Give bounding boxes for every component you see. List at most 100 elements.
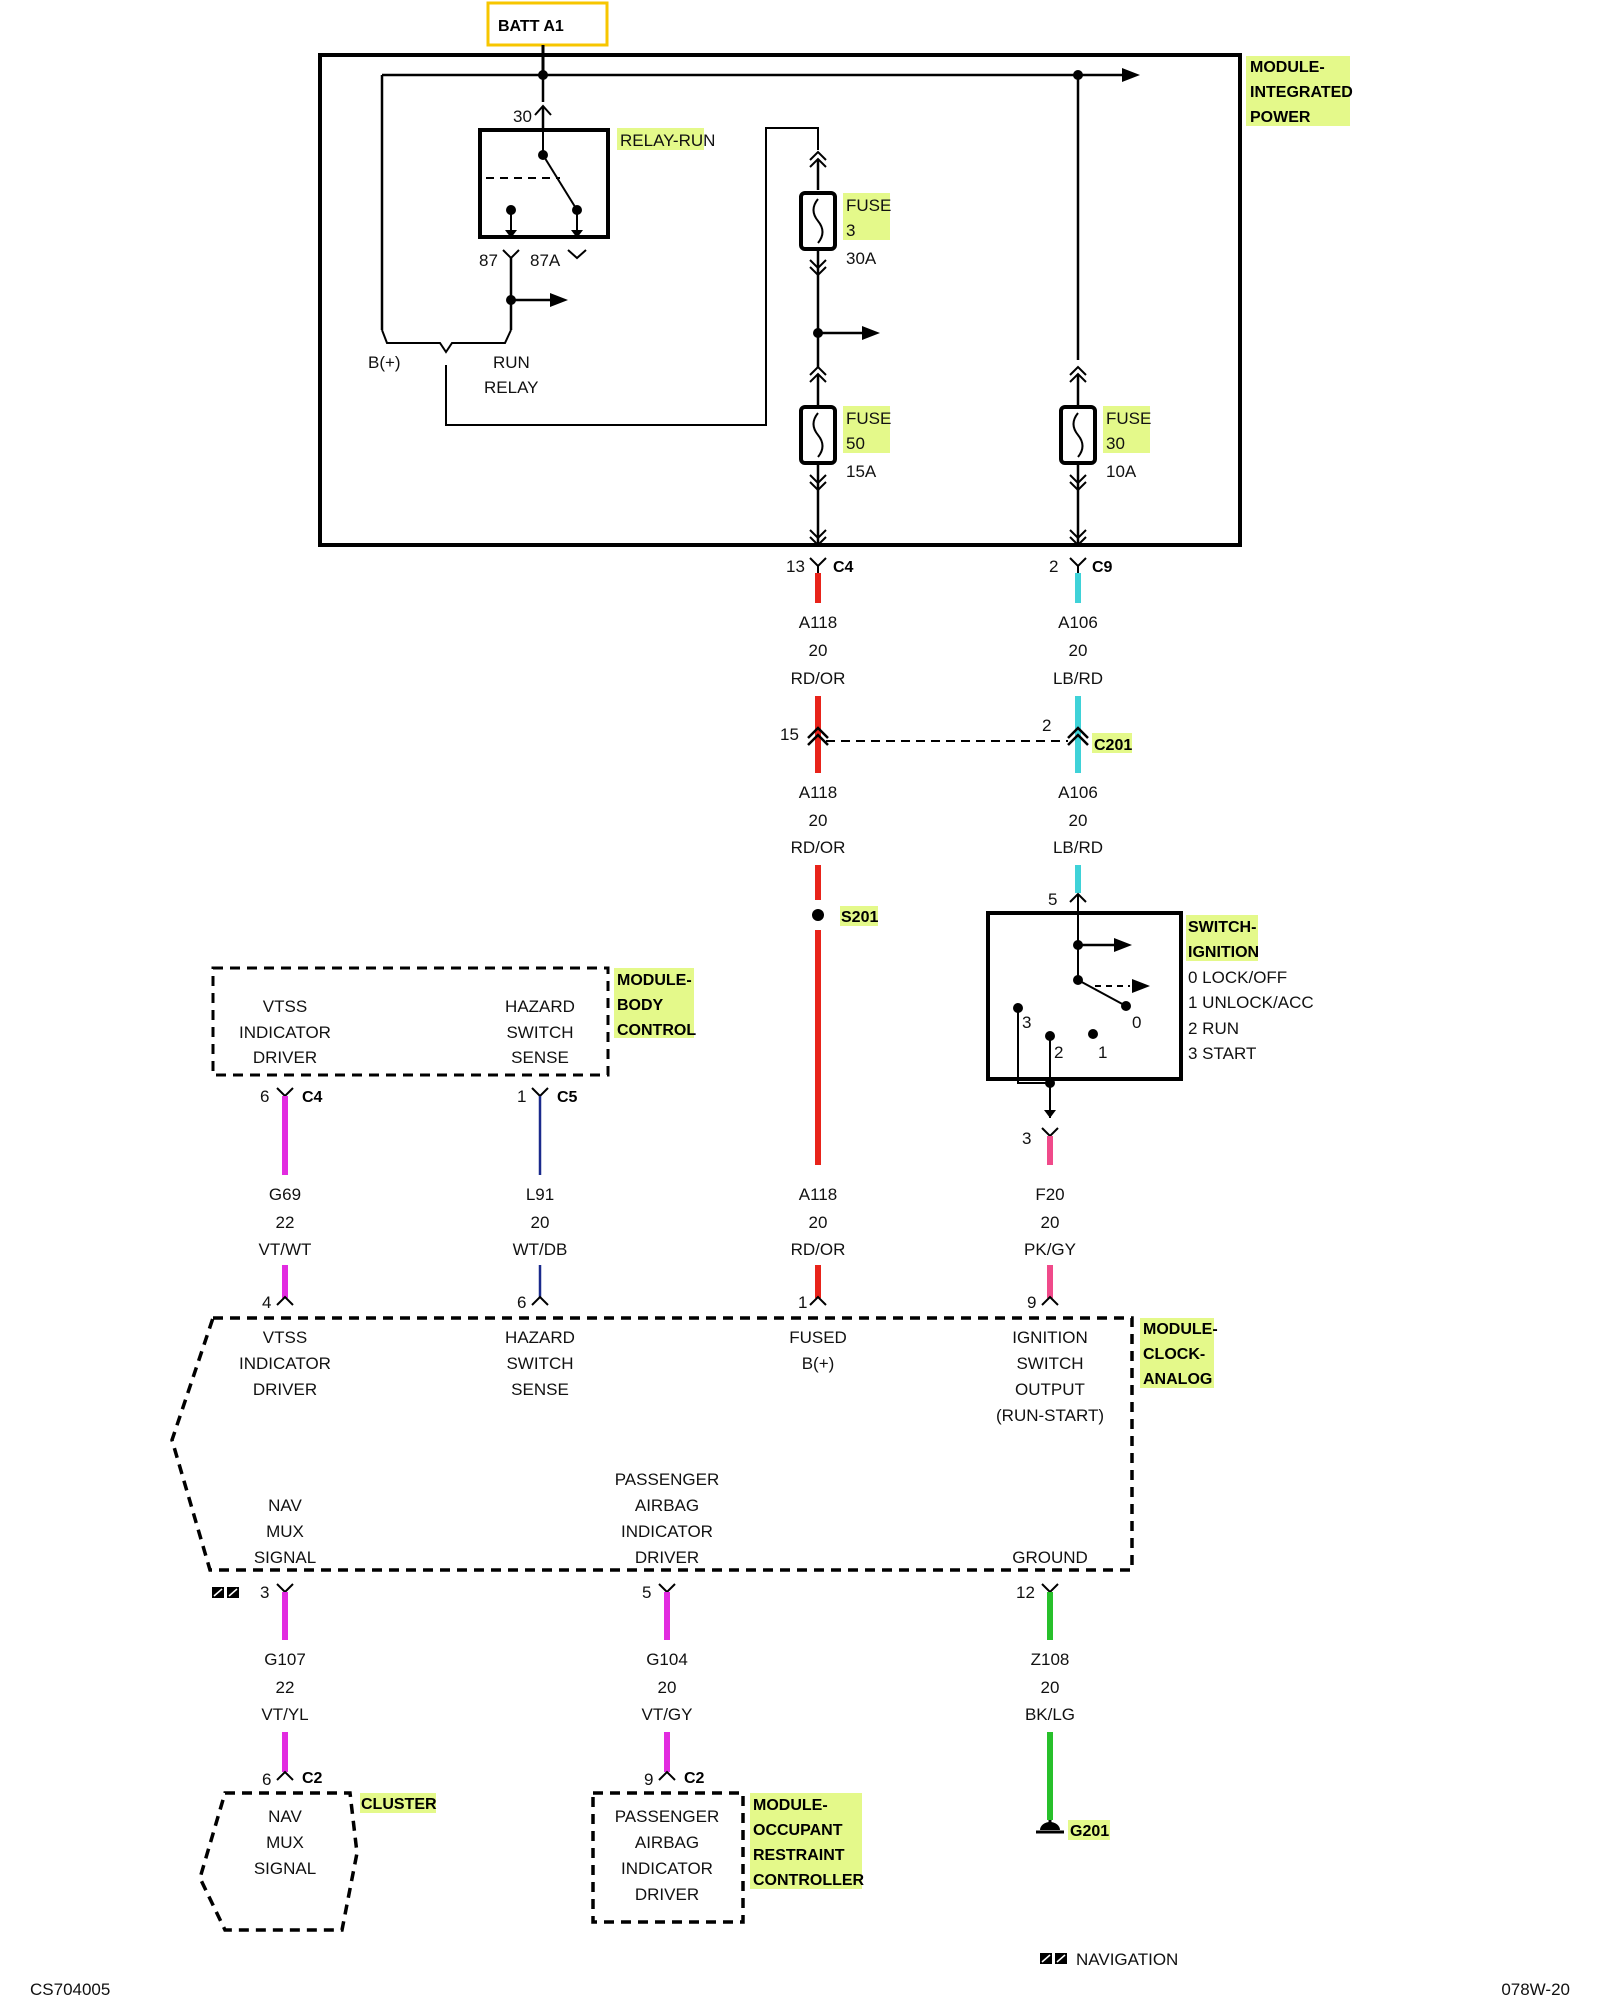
module-ipm-box bbox=[318, 53, 1242, 547]
wire-label-a106-2: A106 20 LB/RD bbox=[1053, 783, 1103, 857]
bcm-pin-vtss: VTSS INDICATOR DRIVER bbox=[239, 997, 331, 1067]
svg-text:WT/DB: WT/DB bbox=[513, 1240, 568, 1259]
legend-navigation: NAVIGATION bbox=[1076, 1950, 1178, 1969]
svg-text:HAZARD: HAZARD bbox=[505, 997, 575, 1016]
svg-text:1: 1 bbox=[1098, 1043, 1107, 1062]
conn-ign-pin3: 3 bbox=[1022, 1129, 1031, 1148]
wire-label-a118-2: A118 20 RD/OR bbox=[791, 783, 846, 857]
clock-pin-ignition: IGNITION SWITCH OUTPUT (RUN-START) bbox=[996, 1328, 1104, 1425]
conn-clock-pin3: 3 bbox=[260, 1583, 269, 1602]
svg-text:3: 3 bbox=[846, 221, 855, 240]
svg-text:87A: 87A bbox=[530, 251, 561, 270]
svg-text:A118: A118 bbox=[799, 613, 837, 632]
switch-ignition: 3 2 1 0 bbox=[986, 894, 1183, 1118]
conn-c201-name: C201 bbox=[1094, 737, 1132, 754]
svg-text:20: 20 bbox=[531, 1213, 550, 1232]
svg-text:INTEGRATED: INTEGRATED bbox=[1250, 84, 1353, 101]
svg-text:HAZARD: HAZARD bbox=[505, 1328, 575, 1347]
svg-text:87: 87 bbox=[479, 251, 498, 270]
conn-clock-pin6: 6 bbox=[517, 1293, 526, 1312]
svg-text:PASSENGER: PASSENGER bbox=[615, 1807, 720, 1826]
clock-pin-ground: GROUND bbox=[1012, 1548, 1088, 1567]
svg-text:INDICATOR: INDICATOR bbox=[621, 1859, 713, 1878]
fuse-3: FUSE 3 30A bbox=[799, 150, 891, 287]
conn-clock-pin1: 1 bbox=[798, 1293, 807, 1312]
svg-text:VT/YL: VT/YL bbox=[261, 1705, 308, 1724]
conn-bcm-c5-pin: 1 bbox=[517, 1087, 526, 1106]
svg-text:20: 20 bbox=[809, 1213, 828, 1232]
ground-g201-label: G201 bbox=[1070, 1823, 1109, 1840]
svg-text:FUSED: FUSED bbox=[789, 1328, 847, 1347]
svg-text:G104: G104 bbox=[646, 1650, 688, 1669]
cluster-label: CLUSTER bbox=[361, 1796, 437, 1813]
svg-text:0 LOCK/OFF: 0 LOCK/OFF bbox=[1188, 968, 1287, 987]
svg-text:AIRBAG: AIRBAG bbox=[635, 1496, 699, 1515]
svg-text:G107: G107 bbox=[264, 1650, 306, 1669]
svg-text:SENSE: SENSE bbox=[511, 1048, 569, 1067]
wire-label-z108: Z108 20 BK/LG bbox=[1025, 1650, 1075, 1724]
bcm-pin-hazard: HAZARD SWITCH SENSE bbox=[505, 997, 575, 1067]
svg-text:MUX: MUX bbox=[266, 1522, 304, 1541]
conn-cluster-pin: 6 bbox=[262, 1770, 271, 1789]
wire-label-f20: F20 20 PK/GY bbox=[1024, 1185, 1076, 1259]
svg-text:MUX: MUX bbox=[266, 1833, 304, 1852]
svg-text:AIRBAG: AIRBAG bbox=[635, 1833, 699, 1852]
svg-text:A106: A106 bbox=[1058, 783, 1098, 802]
svg-text:INDICATOR: INDICATOR bbox=[239, 1354, 331, 1373]
svg-text:OCCUPANT: OCCUPANT bbox=[753, 1822, 843, 1839]
svg-text:VT/WT: VT/WT bbox=[259, 1240, 312, 1259]
conn-c201-pin15: 15 bbox=[780, 725, 799, 744]
svg-text:F20: F20 bbox=[1035, 1185, 1064, 1204]
legend-navigation-icon bbox=[1040, 1953, 1067, 1964]
b-plus-label: B(+) bbox=[368, 353, 401, 372]
conn-cluster-name: C2 bbox=[302, 1770, 323, 1787]
run-relay-label-2: RELAY bbox=[484, 378, 539, 397]
svg-text:FUSE: FUSE bbox=[1106, 409, 1151, 428]
svg-text:CONTROLLER: CONTROLLER bbox=[753, 1872, 865, 1889]
svg-text:FUSE: FUSE bbox=[846, 196, 891, 215]
relay-run: 30 RELAY-RUN 87 87A bbox=[478, 104, 715, 330]
module-ipm-label: MODULE- INTEGRATED POWER bbox=[1246, 56, 1353, 126]
svg-text:B(+): B(+) bbox=[802, 1354, 835, 1373]
clock-pin-hazard: HAZARD SWITCH SENSE bbox=[505, 1328, 575, 1399]
svg-text:1 UNLOCK/ACC: 1 UNLOCK/ACC bbox=[1188, 993, 1314, 1012]
navigation-icon bbox=[212, 1587, 239, 1598]
svg-text:BODY: BODY bbox=[617, 997, 664, 1014]
svg-text:30: 30 bbox=[1106, 434, 1125, 453]
svg-text:20: 20 bbox=[809, 641, 828, 660]
svg-text:DRIVER: DRIVER bbox=[635, 1885, 699, 1904]
svg-text:LB/RD: LB/RD bbox=[1053, 669, 1103, 688]
svg-text:OUTPUT: OUTPUT bbox=[1015, 1380, 1085, 1399]
conn-c9-pin: 2 bbox=[1049, 557, 1058, 576]
batt-label: BATT A1 bbox=[498, 18, 564, 35]
svg-text:BK/LG: BK/LG bbox=[1025, 1705, 1075, 1724]
svg-text:50: 50 bbox=[846, 434, 865, 453]
module-orc-box bbox=[591, 1791, 745, 1924]
wire-label-a118-3: A118 20 RD/OR bbox=[791, 1185, 846, 1259]
svg-text:DRIVER: DRIVER bbox=[253, 1048, 317, 1067]
svg-text:20: 20 bbox=[1041, 1213, 1060, 1232]
conn-bcm-c5-name: C5 bbox=[557, 1089, 578, 1106]
svg-text:DRIVER: DRIVER bbox=[635, 1548, 699, 1567]
svg-text:0: 0 bbox=[1132, 1013, 1141, 1032]
footer-left: CS704005 bbox=[30, 1980, 110, 1999]
module-bcm-box bbox=[211, 966, 610, 1077]
svg-text:MODULE-: MODULE- bbox=[1250, 59, 1325, 76]
svg-text:NAV: NAV bbox=[268, 1807, 302, 1826]
svg-text:FUSE: FUSE bbox=[846, 409, 891, 428]
wire-label-g69: G69 22 VT/WT bbox=[259, 1185, 312, 1259]
svg-text:20: 20 bbox=[1069, 641, 1088, 660]
ignition-positions: 0 LOCK/OFF 1 UNLOCK/ACC 2 RUN 3 START bbox=[1188, 968, 1314, 1063]
svg-text:(RUN-START): (RUN-START) bbox=[996, 1406, 1104, 1425]
conn-bcm-c4-pin: 6 bbox=[260, 1087, 269, 1106]
svg-text:MODULE-: MODULE- bbox=[1143, 1321, 1218, 1338]
module-bcm-label: MODULE- BODY CONTROL bbox=[614, 968, 696, 1039]
wire-label-l91: L91 20 WT/DB bbox=[513, 1185, 568, 1259]
svg-text:SIGNAL: SIGNAL bbox=[254, 1859, 316, 1878]
svg-text:A106: A106 bbox=[1058, 613, 1098, 632]
svg-text:CONTROL: CONTROL bbox=[617, 1022, 696, 1039]
wire-label-g107: G107 22 VT/YL bbox=[261, 1650, 308, 1724]
svg-text:ANALOG: ANALOG bbox=[1143, 1371, 1212, 1388]
wire-label-a118-1: A118 20 RD/OR bbox=[791, 613, 846, 688]
